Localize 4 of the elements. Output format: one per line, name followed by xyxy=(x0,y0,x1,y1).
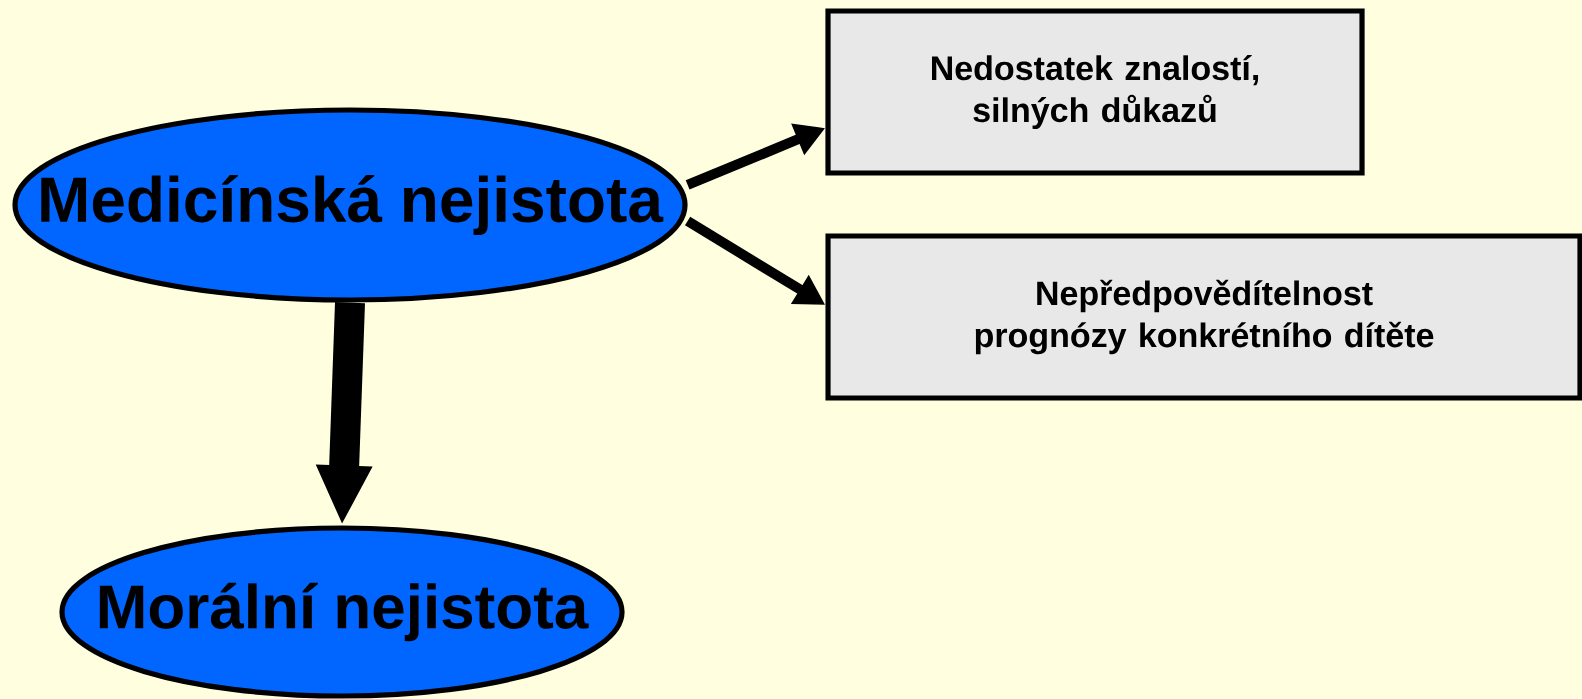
text-box: Nedostatek znalostí, silných důkazů xyxy=(825,8,1365,176)
ellipse-node: Medicínská nejistota xyxy=(12,107,688,303)
text-box: Nepředpovědítelnost prognózy konkrétního dítěte xyxy=(825,233,1582,401)
ellipse-node: Morální nejistota xyxy=(59,525,625,699)
